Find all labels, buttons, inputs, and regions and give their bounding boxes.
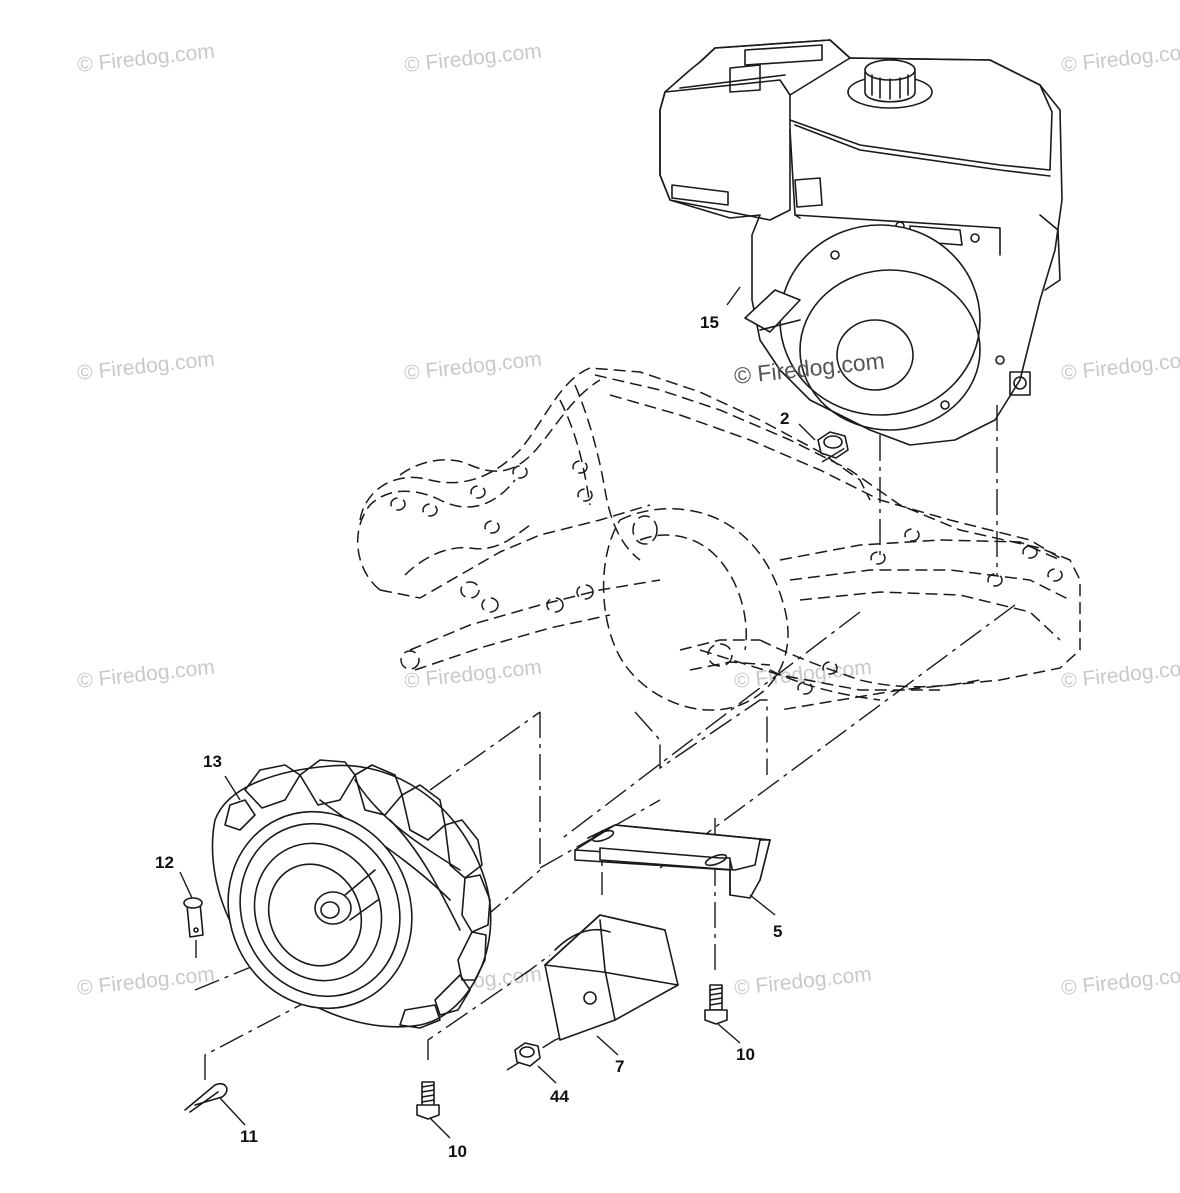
- skid-axis: [634, 699, 768, 775]
- skid-part-7: [544, 914, 679, 1056]
- leader-15: [726, 286, 741, 306]
- callout-7: 7: [615, 1057, 624, 1076]
- wheel-assembly-axis: [469, 712, 541, 931]
- watermark: © Firedog.com: [1060, 348, 1180, 385]
- callout-10-right: 10: [736, 1045, 755, 1064]
- clevis-pin-part-12: [179, 871, 204, 958]
- watermark: © Firedog.com: [76, 963, 216, 1000]
- watermark: © Firedog.com: [403, 656, 543, 693]
- watermark: © Firedog.com: [1060, 963, 1180, 1000]
- hex-nut-part-44: [514, 1042, 557, 1084]
- callout-2: 2: [780, 409, 789, 428]
- hairpin-clip-part-11: [184, 1082, 246, 1126]
- callout-44: 44: [550, 1087, 569, 1106]
- bracket-part-5: [574, 824, 776, 916]
- bolt-part-10-right: [704, 984, 741, 1044]
- watermark: © Firedog.com: [1060, 40, 1180, 77]
- callout-5: 5: [773, 922, 782, 941]
- callout-13: 13: [203, 752, 222, 771]
- nut-axis: [821, 447, 846, 463]
- watermark: © Firedog.com: [76, 656, 216, 693]
- engine: [659, 39, 1063, 446]
- bolt-part-10-left: [416, 1081, 451, 1139]
- callout-15: 15: [700, 313, 719, 332]
- watermark: © Firedog.com: [76, 348, 216, 385]
- skid-axis: [539, 799, 661, 869]
- watermark: © Firedog.com: [1060, 656, 1180, 693]
- wheel-assembly-axis: [429, 711, 541, 791]
- wheel-assembly-axis: [659, 604, 1016, 869]
- watermark: © Firedog.com: [733, 963, 873, 1000]
- leader-13: [224, 775, 241, 801]
- bolt-axis: [204, 989, 331, 1080]
- watermark: © Firedog.com: [403, 348, 543, 385]
- nut-part-2: [798, 423, 849, 459]
- callout-11: 11: [240, 1127, 258, 1146]
- watermark: © Firedog.com: [733, 656, 873, 693]
- watermark: © Firedog.com: [403, 40, 543, 77]
- watermark: © Firedog.com: [76, 40, 216, 77]
- wheel-tire: [211, 759, 492, 1029]
- callout-10-left: 10: [448, 1142, 467, 1161]
- bolt-axis: [427, 954, 551, 1060]
- wheel-assembly-axis: [559, 611, 861, 841]
- tiller-frame-phantom: [357, 367, 1081, 711]
- callout-12: 12: [155, 853, 174, 872]
